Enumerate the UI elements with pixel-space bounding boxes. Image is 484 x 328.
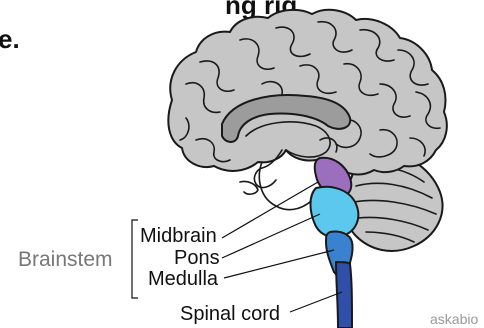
brainstem-bracket — [132, 220, 138, 298]
watermark: askabio — [430, 311, 478, 327]
pons-label: Pons — [174, 247, 220, 269]
spinal-cord — [336, 262, 352, 328]
midbrain-label: Midbrain — [140, 225, 217, 247]
brainstem-group-label: Brainstem — [18, 248, 113, 271]
spinal-cord-label: Spinal cord — [180, 303, 280, 325]
medulla-label: Medulla — [148, 268, 219, 290]
cerebrum — [168, 10, 446, 175]
header-fragment-left: e. — [0, 24, 20, 54]
